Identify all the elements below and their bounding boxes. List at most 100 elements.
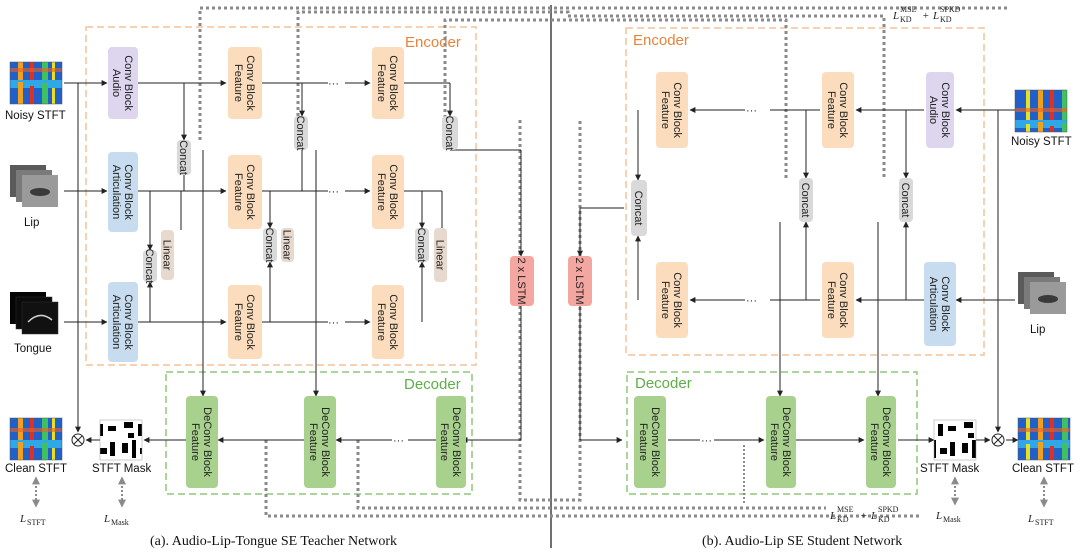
ellipsis: ··· xyxy=(746,295,757,307)
student-feature-deconv-block: FeatureDeConv Block xyxy=(634,396,666,488)
block-label: Concat xyxy=(632,191,644,226)
teacher-audio-conv-block: AudioConv Block xyxy=(108,47,138,119)
teacher-decoder-frame xyxy=(165,371,473,495)
svg-text:SPKD: SPKD xyxy=(940,5,961,14)
teacher-stft-mask-image xyxy=(99,419,143,461)
svg-text:L: L xyxy=(103,513,110,525)
teacher-lip-articulation-conv-block: ArticulationConv Block xyxy=(108,152,138,232)
block-label: Concat xyxy=(143,249,155,284)
student-feature-deconv-block: FeatureDeConv Block xyxy=(766,396,796,488)
teacher-feature-conv-block: FeatureConv Block xyxy=(372,47,404,119)
block-label: Concat xyxy=(443,116,455,151)
block-label: FeatureConv Block xyxy=(232,55,256,111)
teacher-stft-mask-label: STFT Mask xyxy=(92,463,151,475)
teacher-caption: (a). Audio-Lip-Tongue SE Teacher Network xyxy=(150,534,397,549)
teacher-decoder-title: Decoder xyxy=(404,376,461,393)
block-label: Linear xyxy=(161,240,173,271)
block-label: ArticulationConv Block xyxy=(110,164,134,220)
student-encoder-frame xyxy=(625,27,985,356)
student-loss-stft: L STFT xyxy=(1027,476,1054,527)
student-stft-mask-label: STFT Mask xyxy=(920,463,979,475)
teacher-concat-block: Concat xyxy=(177,140,191,175)
ellipsis: ··· xyxy=(746,105,757,117)
block-label: AudioConv Block xyxy=(927,82,951,138)
teacher-tongue-image xyxy=(10,292,59,335)
student-lip-articulation-conv-block: ArticulationConv Block xyxy=(924,262,956,346)
svg-text:L: L xyxy=(935,510,942,522)
student-loss-mask: L Mask xyxy=(935,476,961,524)
block-label: FeatureConv Block xyxy=(825,272,849,328)
teacher-multiply-op xyxy=(71,433,85,447)
svg-text:KD: KD xyxy=(900,15,912,24)
student-noisy-stft-label: Noisy STFT xyxy=(1011,136,1072,148)
ellipsis: ··· xyxy=(328,317,339,329)
block-label: Concat xyxy=(177,140,189,175)
teacher-tongue-articulation-conv-block: ArticulationConv Block xyxy=(108,282,138,362)
student-decoder-title: Decoder xyxy=(635,375,692,392)
svg-text:L: L xyxy=(892,10,899,22)
teacher-loss-stft: L STFT xyxy=(19,476,46,527)
teacher-lstm-block: 2 x LSTM xyxy=(510,256,534,306)
student-caption: (b). Audio-Lip SE Student Network xyxy=(702,534,902,549)
block-label: FeatureConv Block xyxy=(659,82,683,138)
block-label: FeatureDeConv Block xyxy=(189,407,213,477)
teacher-concat-block: Concat xyxy=(442,116,458,151)
block-label: Concat xyxy=(294,116,306,151)
teacher-concat-block: Concat xyxy=(263,228,277,262)
teacher-feature-conv-block: FeatureConv Block xyxy=(372,155,404,229)
teacher-noisy-stft-label: Noisy STFT xyxy=(5,110,66,122)
ellipsis: ··· xyxy=(701,435,712,447)
svg-text:KD: KD xyxy=(837,515,849,524)
block-label: 2 x LSTM xyxy=(573,257,585,304)
block-label: FeatureDeConv Block xyxy=(768,407,792,477)
student-clean-stft-label: Clean STFT xyxy=(1012,463,1074,475)
student-decoder-frame xyxy=(626,371,918,495)
student-concat-block: Concat xyxy=(631,180,647,236)
student-feature-conv-block: FeatureConv Block xyxy=(656,72,688,148)
student-concat-block: Concat xyxy=(899,178,913,222)
block-label: FeatureConv Block xyxy=(232,294,256,350)
svg-text:L: L xyxy=(19,513,26,525)
teacher-linear-block: Linear xyxy=(281,228,294,262)
student-concat-block: Concat xyxy=(799,178,813,222)
block-label: Linear xyxy=(281,230,293,261)
ellipsis-group: ··· ··· ··· ··· ··· ··· ··· xyxy=(328,78,757,447)
teacher-feature-conv-block: FeatureConv Block xyxy=(228,155,262,229)
svg-text:SPKD: SPKD xyxy=(878,505,899,514)
student-noisy-stft-image xyxy=(1014,89,1068,133)
teacher-noisy-stft-image xyxy=(9,61,63,105)
block-label: Linear xyxy=(434,240,446,271)
block-label: ArticulationConv Block xyxy=(927,276,951,332)
teacher-feature-conv-block: FeatureConv Block xyxy=(228,285,262,359)
block-label: Concat xyxy=(899,183,911,218)
kd-loss-top: L MSE KD + L SPKD KD xyxy=(892,5,961,24)
kd-loss-bottom: L MSE KD + L SPKD KD xyxy=(829,505,899,524)
svg-text:STFT: STFT xyxy=(27,518,46,527)
student-lip-label: Lip xyxy=(1030,324,1045,336)
student-feature-conv-block: FeatureConv Block xyxy=(656,262,688,338)
svg-text:+: + xyxy=(922,10,929,22)
student-feature-conv-block: FeatureConv Block xyxy=(822,262,854,338)
block-label: FeatureConv Block xyxy=(375,294,399,350)
svg-text:Mask: Mask xyxy=(943,515,961,524)
teacher-lip-image xyxy=(10,165,58,207)
block-label: FeatureDeConv Block xyxy=(868,407,892,477)
student-lstm-block: 2 x LSTM xyxy=(568,256,592,306)
block-label: FeatureDeConv Block xyxy=(438,407,462,477)
teacher-encoder-title: Encoder xyxy=(405,34,461,51)
teacher-linear-block: Linear xyxy=(434,228,447,282)
teacher-feature-conv-block: FeatureConv Block xyxy=(228,47,262,119)
student-encoder-title: Encoder xyxy=(633,32,689,49)
student-connections xyxy=(577,107,1019,443)
svg-text:STFT: STFT xyxy=(1035,518,1054,527)
svg-text:KD: KD xyxy=(878,515,890,524)
block-label: AudioConv Block xyxy=(110,55,134,111)
teacher-feature-deconv-block: FeatureDeConv Block xyxy=(186,396,218,488)
ellipsis: ··· xyxy=(328,78,339,90)
svg-text:L: L xyxy=(932,10,939,22)
teacher-lip-label: Lip xyxy=(24,217,39,229)
teacher-concat-block: Concat xyxy=(294,116,308,151)
svg-text:MSE: MSE xyxy=(900,5,917,14)
block-label: FeatureConv Block xyxy=(232,164,256,220)
